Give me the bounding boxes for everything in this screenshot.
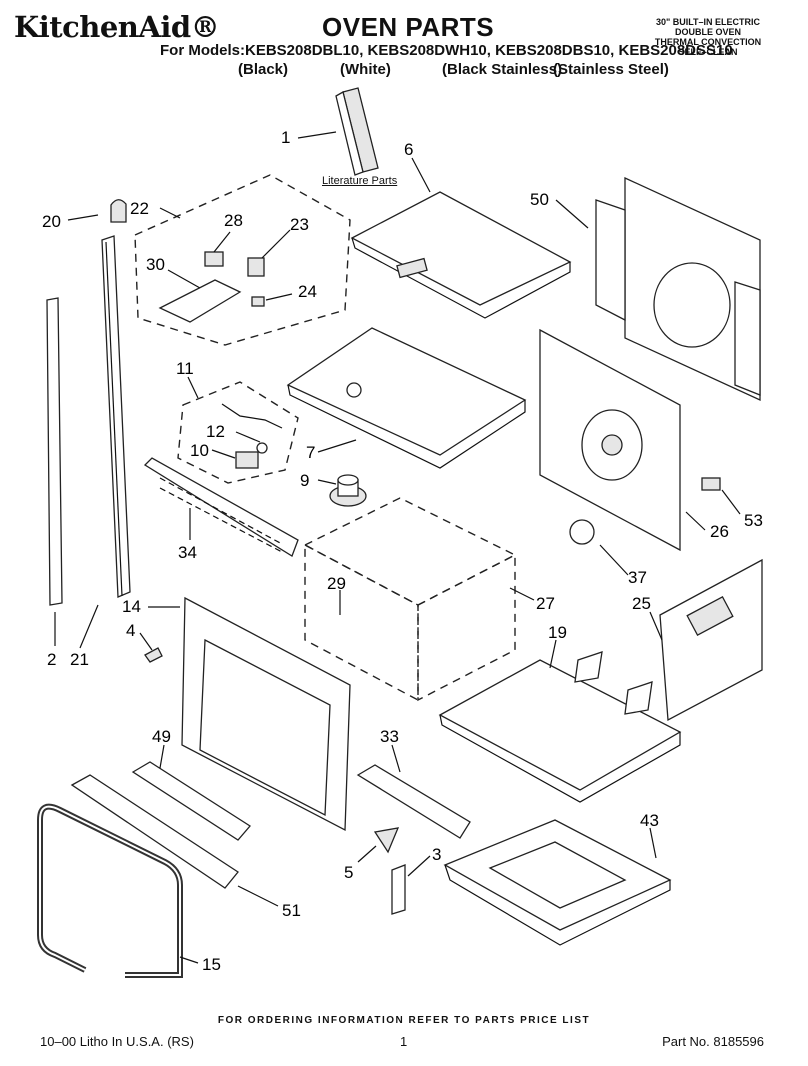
page-number: 1 xyxy=(400,1034,408,1049)
side-trim-edge xyxy=(105,241,123,597)
part-label: 24 xyxy=(298,282,317,301)
tray-part xyxy=(443,819,672,946)
part-label: 6 xyxy=(404,140,413,159)
models-line: For Models:KEBS208DBL10, KEBS208DWH10, K… xyxy=(160,42,733,59)
wiring-group-outline xyxy=(177,381,299,484)
variant-stainless-steel: (Stainless Steel) xyxy=(553,61,669,78)
part-label: 22 xyxy=(130,199,149,218)
part-label: 4 xyxy=(126,621,135,640)
convection-motor-part xyxy=(329,474,367,507)
part-label: 3 xyxy=(432,845,441,864)
ordering-note: FOR ORDERING INFORMATION REFER TO PARTS … xyxy=(217,1015,591,1026)
part-label: 28 xyxy=(224,211,243,230)
control-components-part xyxy=(158,251,265,323)
part-label: 29 xyxy=(327,574,346,593)
part-number: Part No. 8185596 xyxy=(662,1034,764,1049)
side-rail-part xyxy=(46,297,63,606)
rear-panel-part xyxy=(595,176,761,402)
part-label: 19 xyxy=(548,623,567,642)
hinge-bracket-part xyxy=(391,864,406,915)
vent-grille-part xyxy=(143,457,299,557)
page-title: OVEN PARTS xyxy=(322,12,495,42)
oven-top-panel-part xyxy=(286,327,527,469)
part-label: 7 xyxy=(306,443,315,462)
part-number-labels: 1 6 50 20 22 28 23 30 24 11 12 10 7 9 34… xyxy=(42,128,763,974)
fan-shroud-part xyxy=(539,328,681,552)
brand-logo: KitchenAid® xyxy=(14,10,220,44)
description-line: DOUBLE OVEN xyxy=(674,27,741,37)
part-label: 30 xyxy=(146,255,165,274)
part-label: 53 xyxy=(744,511,763,530)
part-label: 23 xyxy=(290,215,309,234)
side-panel-part xyxy=(659,558,763,722)
control-group-outline xyxy=(134,174,351,346)
part-label: 26 xyxy=(710,522,729,541)
part-label: 37 xyxy=(628,568,647,587)
part-label: 51 xyxy=(282,901,301,920)
oven-cavity-part xyxy=(303,497,517,702)
variant-black: (Black) xyxy=(238,61,289,78)
clip-part xyxy=(701,477,721,491)
part-label: 2 xyxy=(47,650,56,669)
bottom-panel-part xyxy=(438,651,682,803)
door-gasket-highlight xyxy=(39,805,181,976)
literature-booklet-part xyxy=(335,87,379,176)
description-line: 30" BUILT–IN ELECTRIC xyxy=(655,17,761,27)
part-label: 49 xyxy=(152,727,171,746)
side-trim-part xyxy=(101,235,131,598)
part-label: 27 xyxy=(536,594,555,613)
part-label: 34 xyxy=(178,543,197,562)
wiring-components-part xyxy=(221,403,283,469)
part-label: 11 xyxy=(176,359,194,378)
toe-kick-part xyxy=(70,774,239,889)
leader-lines xyxy=(54,131,741,964)
part-label: 10 xyxy=(190,441,209,460)
side-trim-cap-part xyxy=(110,199,127,223)
product-description: 30" BUILT–IN ELECTRIC DOUBLE OVEN THERMA… xyxy=(648,17,768,57)
part-label: 15 xyxy=(202,955,221,974)
part-label: 12 xyxy=(206,422,225,441)
literature-parts-label: Literature Parts xyxy=(322,175,398,187)
top-shield-part xyxy=(350,191,572,319)
part-label: 1 xyxy=(281,128,290,147)
part-label: 43 xyxy=(640,811,659,830)
part-label: 9 xyxy=(300,471,309,490)
lower-vent-part xyxy=(131,761,251,841)
part-label: 5 xyxy=(344,863,353,882)
litho-note: 10–00 Litho In U.S.A. (RS) xyxy=(40,1034,194,1049)
screw-part xyxy=(144,647,163,663)
fan-gasket-part xyxy=(569,519,595,545)
part-label: 21 xyxy=(70,650,89,669)
description-line: SELF–CLEAN xyxy=(678,47,738,57)
variant-black-stainless: (Black Stainless) xyxy=(442,61,563,78)
corner-bracket-part xyxy=(373,827,400,854)
description-line: THERMAL CONVECTION xyxy=(654,37,762,47)
front-frame-part xyxy=(181,596,351,832)
part-label: 20 xyxy=(42,212,61,231)
part-label: 14 xyxy=(122,597,141,616)
part-label: 33 xyxy=(380,727,399,746)
part-label: 25 xyxy=(632,594,651,613)
part-label: 50 xyxy=(530,190,549,209)
variant-white: (White) xyxy=(340,61,391,78)
lower-bracket-part xyxy=(356,764,471,839)
